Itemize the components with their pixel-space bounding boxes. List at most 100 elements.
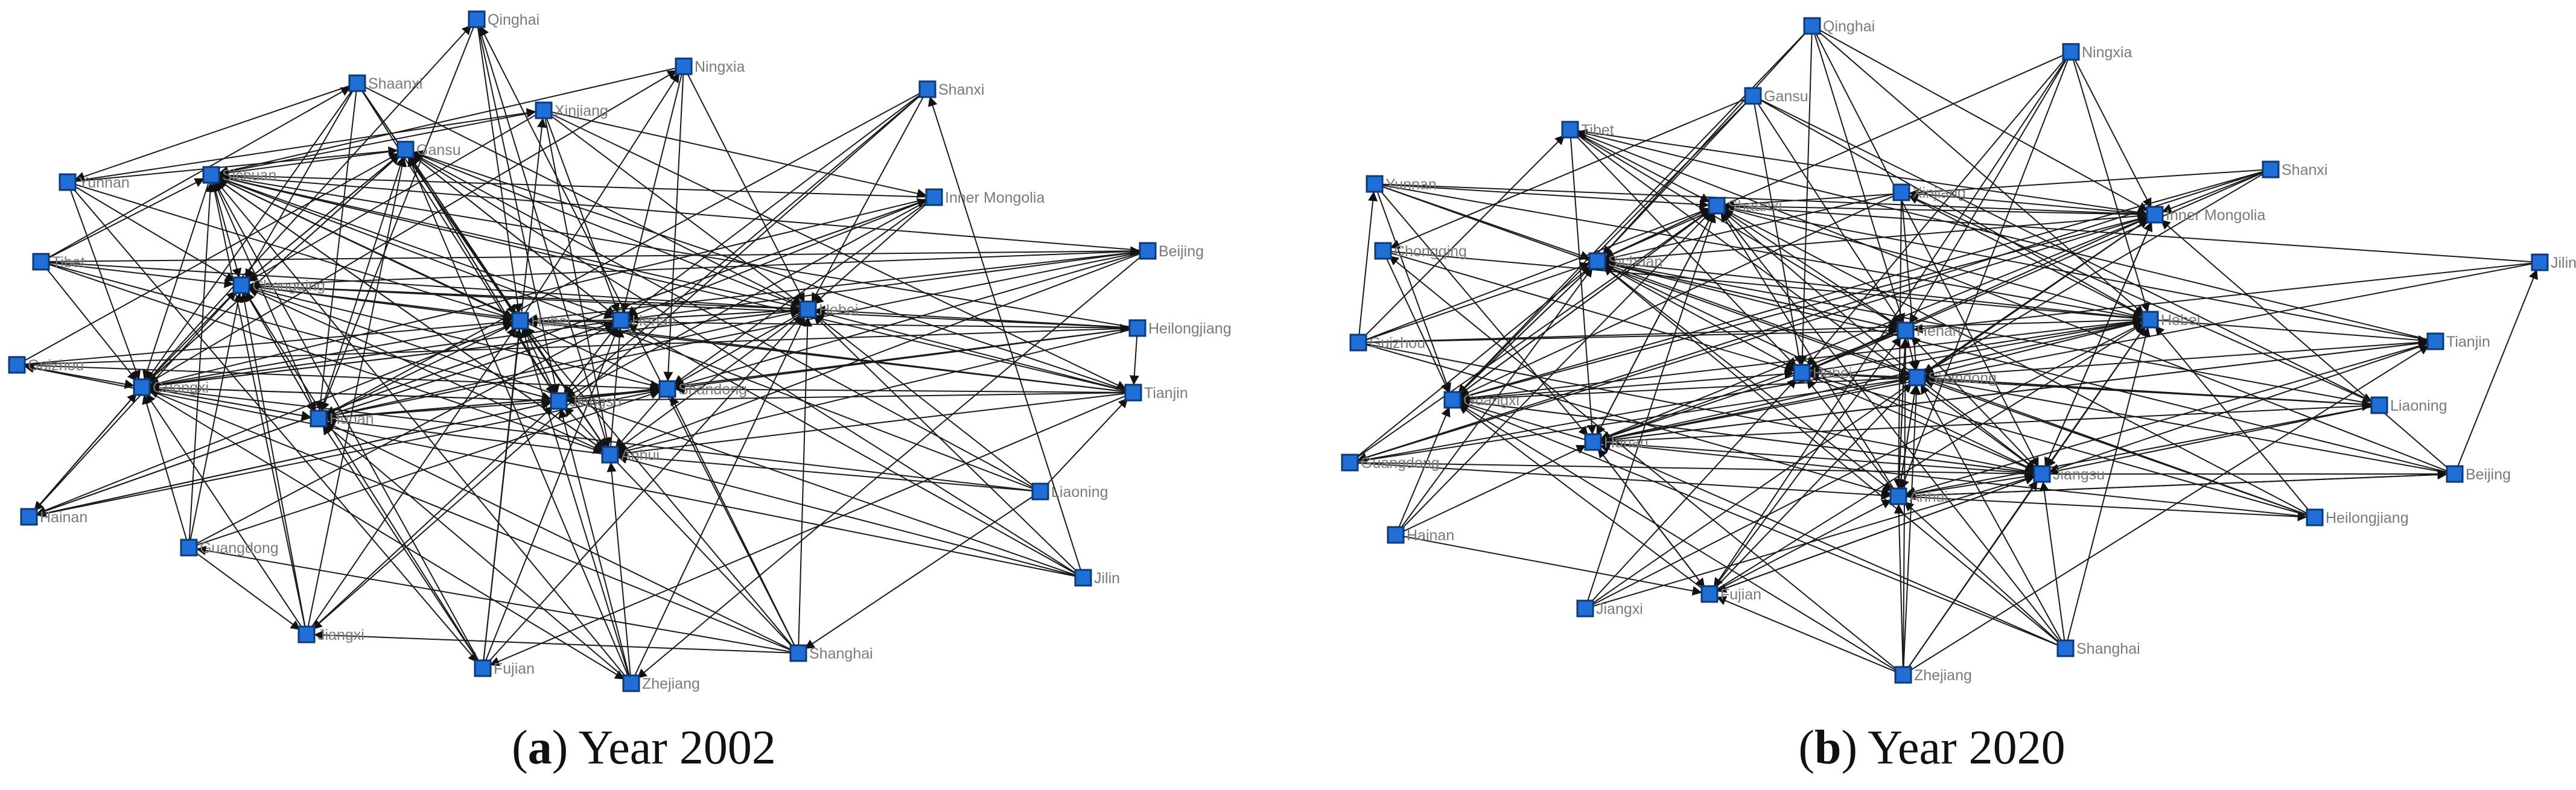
node-marker — [1139, 242, 1157, 260]
edge-liaoning-to-sichuan — [218, 176, 1041, 492]
node-marker — [799, 300, 817, 318]
node-label: Beijing — [2466, 466, 2511, 483]
edge-guizhou-to-hubei — [16, 317, 513, 365]
node-label: Inner Mongolia — [945, 189, 1045, 206]
edge-gansu-to-liaoning — [1752, 95, 2373, 402]
node-qinghai: Qinghai — [1803, 17, 1875, 35]
edge-shanghai-to-qinghai — [480, 26, 799, 654]
edge-anhui-to-hubei — [524, 327, 611, 455]
edge-beijing-to-hubei — [527, 250, 1148, 324]
edge-beijing-to-tibet — [1577, 131, 2455, 475]
edge-sichuan-to-chongqing — [211, 174, 242, 279]
edge-tibet-to-hunan — [1569, 129, 1597, 435]
edge-qinghai-to-jiangsu — [1811, 25, 2039, 467]
node-hubei: Hubei — [1793, 364, 1852, 382]
node-label: Gansu — [1764, 88, 1808, 105]
edge-hubei-to-hunan — [325, 320, 521, 416]
edge-shanghai-to-jiangsu — [564, 406, 799, 654]
edge-jiangxi-to-hubei — [1585, 378, 1797, 609]
edge-tianjin-to-tibet — [1577, 128, 2436, 342]
node-marker — [1908, 368, 1926, 387]
node-label: Xinjiang — [555, 103, 608, 119]
edge-zhejiang-to-henan — [1900, 338, 1910, 675]
edge-hainan-to-shaanxi — [1395, 210, 1712, 536]
node-guangdong: Guangdong — [180, 539, 279, 557]
node-marker — [1793, 364, 1811, 382]
edge-inner-mongolia-to-xinjiang — [1909, 189, 2155, 215]
edge-tianjin-to-shandong — [1924, 341, 2436, 382]
edge-xinjiang-to-hebei — [1901, 192, 2143, 317]
node-label: Hainan — [40, 509, 87, 526]
edge-hunan-to-henan — [318, 321, 614, 419]
edge-hubei-to-ningxia — [520, 72, 680, 321]
edge-yunnan-to-chongqing — [67, 182, 235, 282]
caption-letter: b — [1814, 721, 1842, 774]
edge-liaoning-to-sichuan — [1604, 259, 2380, 406]
edge-inner-mongolia-to-hebei — [813, 197, 935, 305]
node-marker — [202, 166, 220, 184]
node-label: Shanghai — [2076, 640, 2140, 657]
edge-jiangxi-to-shaanxi — [1585, 212, 1716, 609]
edge-shaanxi-to-yunnan — [74, 83, 358, 182]
node-label: Fujian — [1720, 586, 1761, 603]
edge-guizhou-to-gansu — [16, 153, 399, 365]
edge-qinghai-to-jiangsu — [476, 19, 560, 394]
edge-yunnan-to-shandong — [1374, 183, 1910, 376]
edge-fujian-to-guangxi — [1458, 404, 1710, 595]
edge-hainan-to-fujian — [1395, 534, 1702, 596]
edge-liaoning-to-gansu — [412, 153, 1041, 492]
edge-chongqing-to-guangxi — [1382, 250, 1450, 393]
edge-shandong-to-jiangsu — [1916, 377, 2037, 470]
node-zhejiang: Zhejiang — [1894, 666, 1972, 684]
node-marker — [1031, 482, 1049, 501]
edge-ningxia-to-inner-mongolia — [2070, 51, 2152, 208]
edge-guangxi-to-hebei — [141, 306, 801, 388]
node-inner-mongolia: Inner Mongolia — [2146, 206, 2265, 224]
edge-heilongjiang-to-hunan — [1600, 438, 2315, 518]
edge-shanghai-to-shandong — [1920, 384, 2066, 649]
node-marker — [1588, 252, 1606, 270]
edge-hainan-to-sichuan — [1395, 267, 1593, 536]
node-label: Guangdong — [1361, 455, 1440, 472]
node-label: Jiangsu — [570, 393, 622, 410]
edge-guangdong-to-shandong — [1349, 375, 1910, 463]
node-marker — [2033, 465, 2051, 483]
edge-guizhou-to-tibet — [1358, 134, 1565, 343]
edge-heilongjiang-to-sichuan — [218, 172, 1138, 329]
edge-chongqing-to-shandong — [241, 285, 660, 390]
node-marker — [2531, 253, 2549, 271]
node-marker — [612, 311, 630, 329]
edge-anhui-to-shaanxi — [1720, 212, 1899, 497]
edge-qinghai-to-sichuan — [1602, 25, 1813, 256]
node-label: Anhui — [621, 447, 660, 464]
edge-jilin-to-chongqing — [248, 286, 1084, 578]
node-label: Hunan — [329, 411, 374, 428]
edge-yunnan-to-inner-mongolia — [1374, 183, 2148, 219]
edge-anhui-to-hunan — [326, 416, 611, 455]
edge-tianjin-to-jiangsu — [2049, 341, 2436, 473]
edge-liaoning-to-anhui — [1906, 405, 2380, 498]
node-label: Guizhou — [1369, 335, 1425, 352]
edge-qinghai-to-henan — [1811, 25, 1906, 324]
node-jiangsu: Jiangsu — [550, 392, 622, 410]
node-label: Guangdong — [200, 540, 279, 557]
edge-hunan-to-tianjin — [1592, 338, 2428, 443]
node-label: Henan — [632, 312, 676, 329]
edge-beijing-to-hunan — [326, 250, 1148, 420]
edge-yunnan-to-gansu — [67, 146, 398, 183]
edge-shanxi-to-henan — [626, 89, 928, 316]
edge-tibet-to-beijing — [40, 246, 1140, 262]
edge-tibet-to-guangxi — [40, 261, 138, 382]
node-marker — [1124, 384, 1142, 402]
node-marker — [1744, 87, 1762, 105]
edge-gansu-to-hebei — [1752, 95, 2144, 316]
edge-xinjiang-to-hebei — [543, 110, 803, 305]
edge-liaoning-to-jiangsu — [2049, 405, 2380, 476]
edge-sichuan-to-hubei — [1597, 261, 1796, 370]
edge-guizhou-to-henan — [1358, 326, 1898, 343]
node-yunnan: Yunnan — [59, 173, 130, 191]
node-label: Guangxi — [153, 379, 209, 396]
node-label: Shanghai — [809, 645, 873, 662]
node-shaanxi: Shaanxi — [1708, 197, 1782, 215]
edge-chongqing-to-guangxi — [147, 285, 242, 382]
